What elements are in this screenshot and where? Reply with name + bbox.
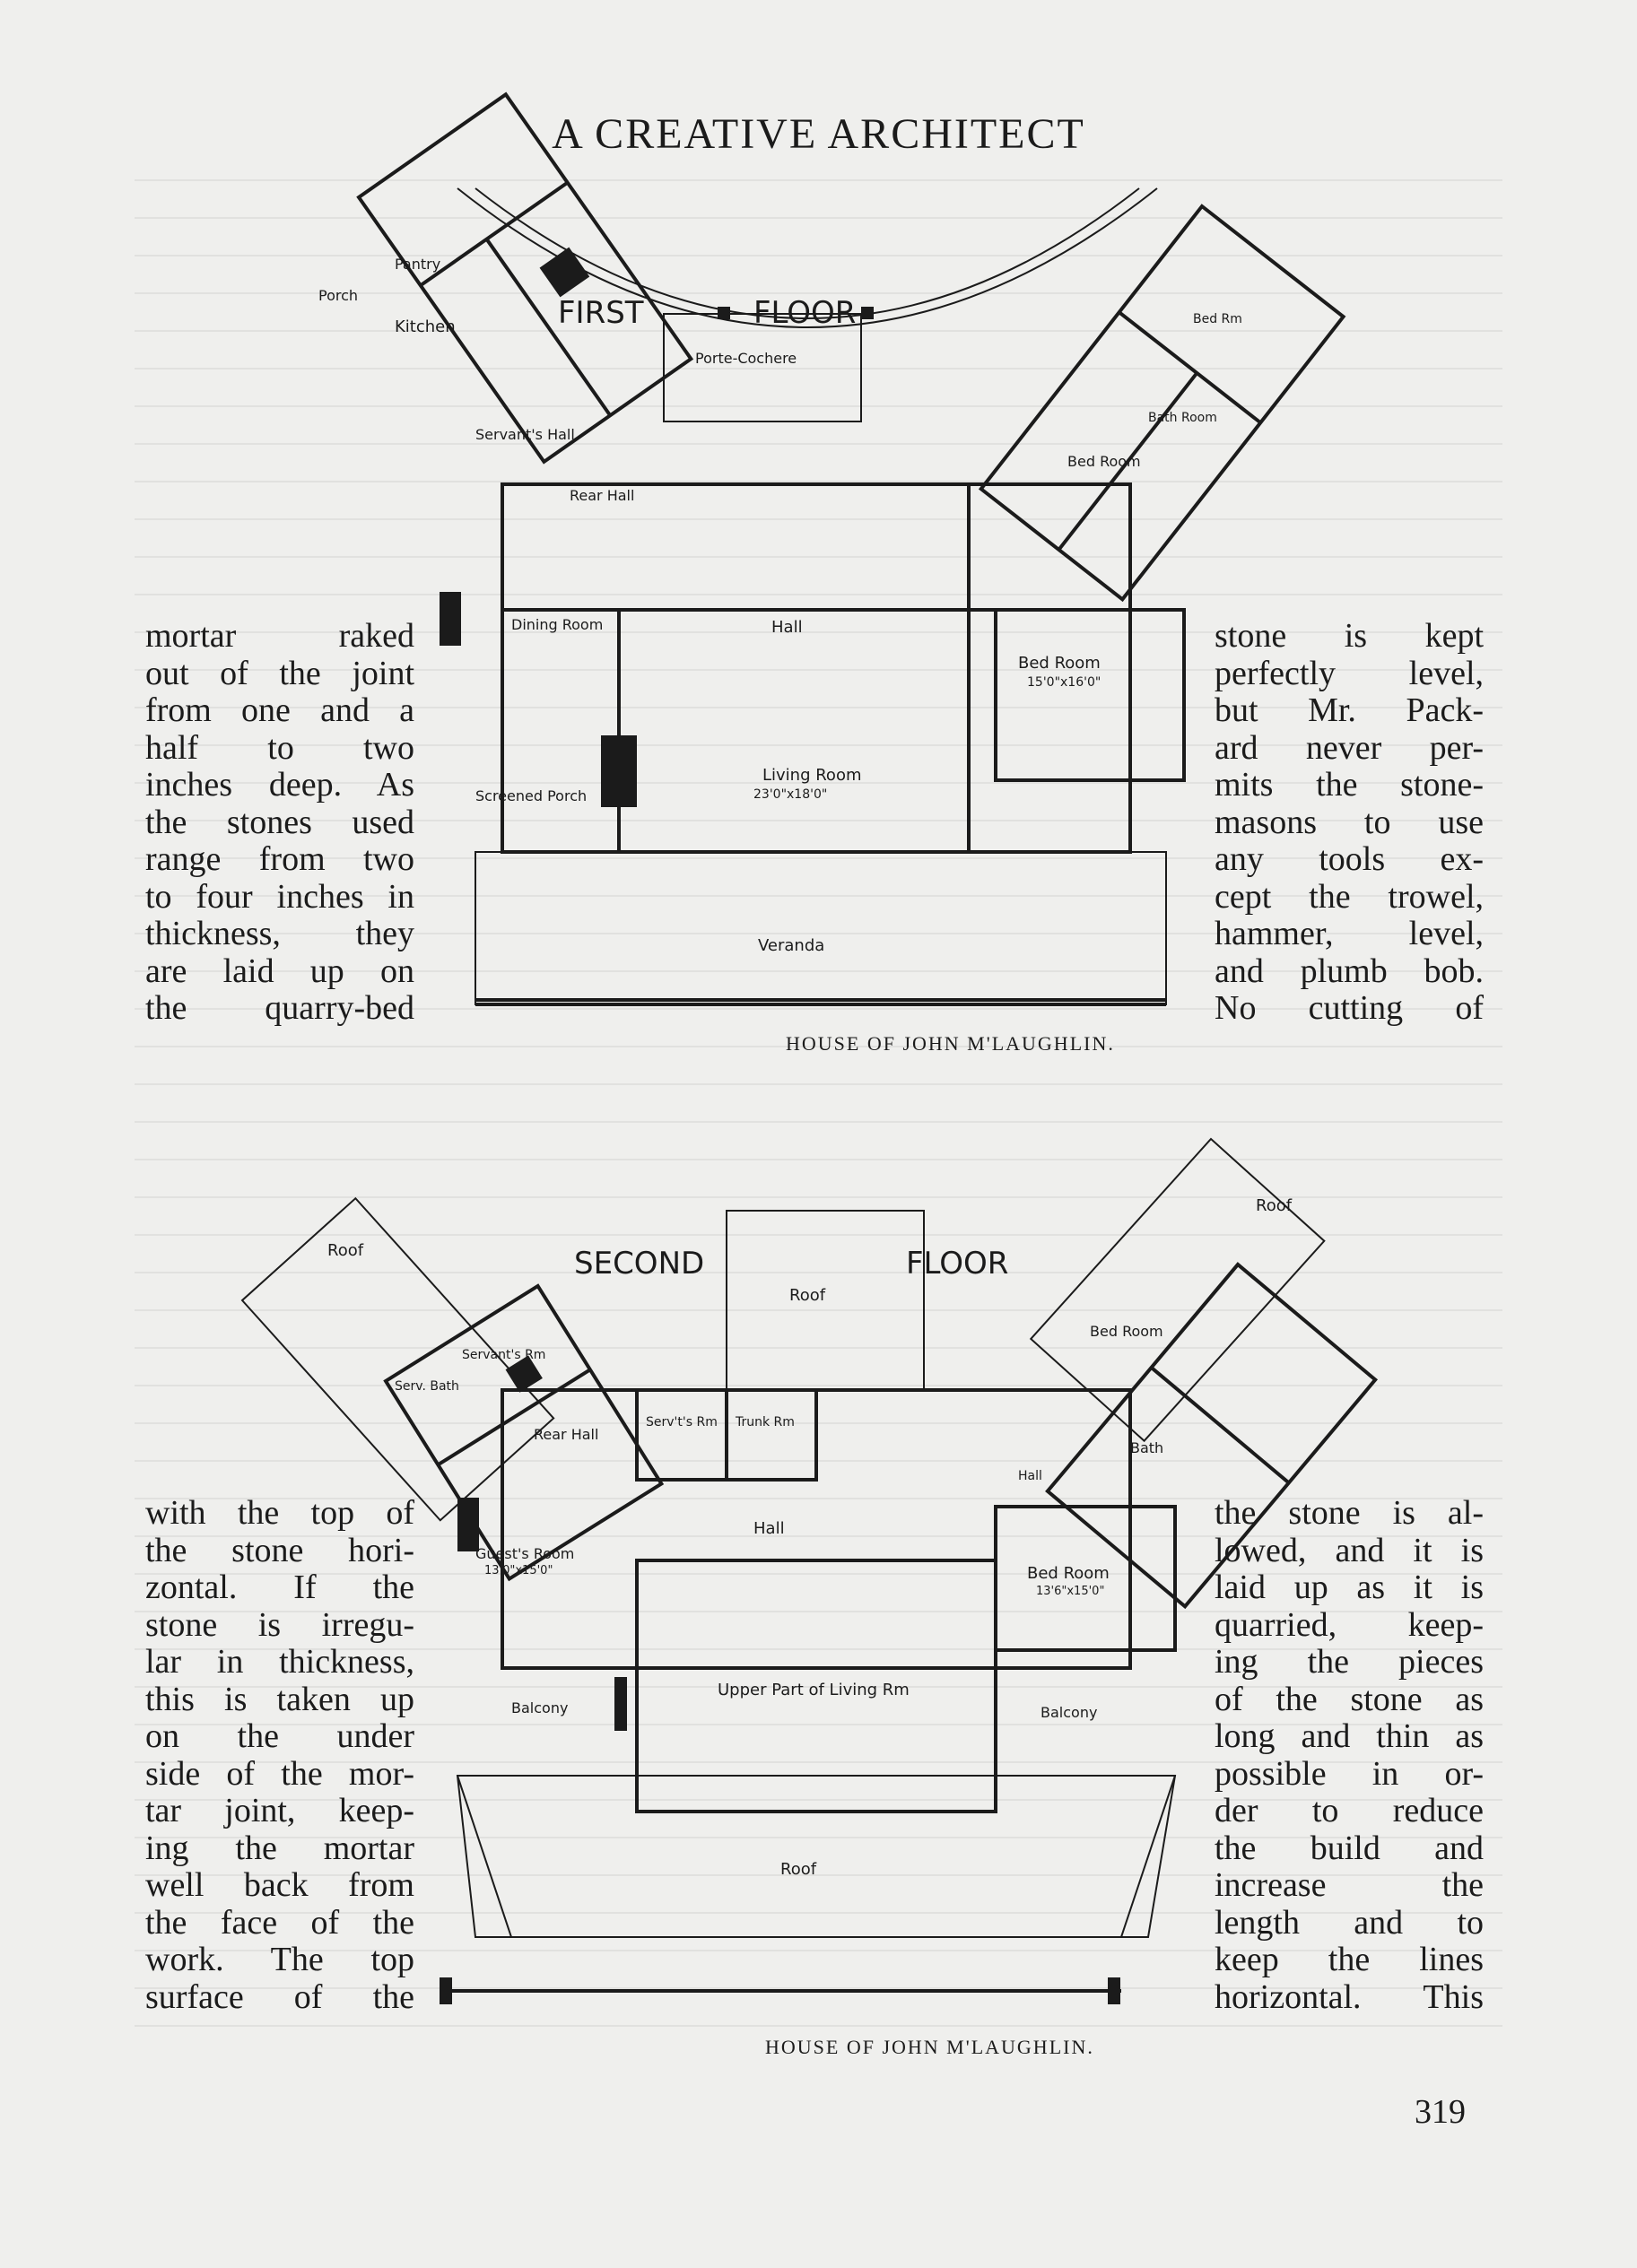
second-servts-rm-label: Serv't's Rm — [646, 1415, 718, 1429]
running-header: A CREATIVE ARCHITECT — [552, 110, 1085, 158]
first-veranda-label: Veranda — [758, 936, 824, 955]
second-roof-nw-label: Roof — [327, 1241, 364, 1260]
second-bath-label: Bath — [1130, 1439, 1163, 1456]
second-guests-label: Guest's Room — [475, 1545, 574, 1562]
first-floor-plan: FIRST FLOOR Porch Pantry Kitchen Servant… — [318, 91, 1346, 1006]
second-bed-room-ne-label: Bed Room — [1090, 1323, 1163, 1340]
second-balcony-left-label: Balcony — [511, 1699, 568, 1716]
first-floor-caption: HOUSE OF JOHN M'LAUGHLIN. — [786, 1032, 1115, 1055]
second-floor-title-left: SECOND — [574, 1246, 704, 1282]
bottom-roof-outline — [456, 1775, 1177, 1938]
first-hall-label: Hall — [771, 618, 803, 637]
first-pantry-label: Pantry — [395, 256, 440, 273]
second-roof-center-label: Roof — [789, 1286, 826, 1305]
second-hall-small-label: Hall — [1018, 1469, 1042, 1483]
second-upper-living-label: Upper Part of Living Rm — [718, 1681, 910, 1699]
first-kitchen-label: Kitchen — [395, 317, 456, 336]
second-floor-title-right: FLOOR — [906, 1246, 1008, 1282]
upper-living-outline — [635, 1559, 997, 1813]
second-balcony-right-label: Balcony — [1041, 1704, 1097, 1721]
second-rear-hall-label: Rear Hall — [534, 1426, 598, 1443]
first-screened-porch-label: Screened Porch — [475, 787, 587, 804]
second-hall-label: Hall — [753, 1519, 785, 1538]
first-dining-label: Dining Room — [511, 616, 603, 633]
first-servants-hall-label: Servant's Hall — [475, 426, 575, 443]
second-servants-rm-label: Servant's Rm — [462, 1348, 545, 1362]
first-bath-label: Bath Room — [1148, 411, 1217, 425]
first-bedroom-label: Bed Room — [1018, 654, 1101, 673]
veranda-outline — [475, 851, 1167, 1005]
first-porch-label: Porch — [318, 287, 358, 304]
second-roof-bottom-label: Roof — [780, 1860, 817, 1879]
second-guests-dim: 13'0"x15'0" — [484, 1564, 553, 1577]
first-bed-room-e-label: Bed Room — [1067, 453, 1141, 470]
first-living-dim: 23'0"x18'0" — [753, 787, 827, 802]
second-floor-caption: HOUSE OF JOHN M'LAUGHLIN. — [765, 2036, 1094, 2058]
second-serv-bath-label: Serv. Bath — [395, 1379, 459, 1394]
second-floor-plan: SECOND FLOOR Roof Servant's Rm Serv. Bat… — [240, 1137, 1379, 2004]
second-bed-room-label: Bed Room — [1027, 1564, 1110, 1583]
second-roof-ne-label: Roof — [1256, 1196, 1293, 1215]
first-bed-rm-ne-label: Bed Rm — [1193, 312, 1242, 326]
page-number: 319 — [1415, 2093, 1466, 2131]
first-living-label: Living Room — [762, 766, 862, 785]
first-floor-title-left: FIRST — [558, 295, 644, 331]
second-bed-room-dim: 13'6"x15'0" — [1036, 1585, 1104, 1598]
first-bedroom-dim: 15'0"x16'0" — [1027, 675, 1101, 690]
first-rear-hall-label: Rear Hall — [570, 487, 634, 504]
porte-cochere-outline — [663, 313, 862, 422]
first-porte-cochere-label: Porte-Cochere — [695, 350, 797, 367]
second-trunk-rm-label: Trunk Rm — [735, 1415, 795, 1429]
